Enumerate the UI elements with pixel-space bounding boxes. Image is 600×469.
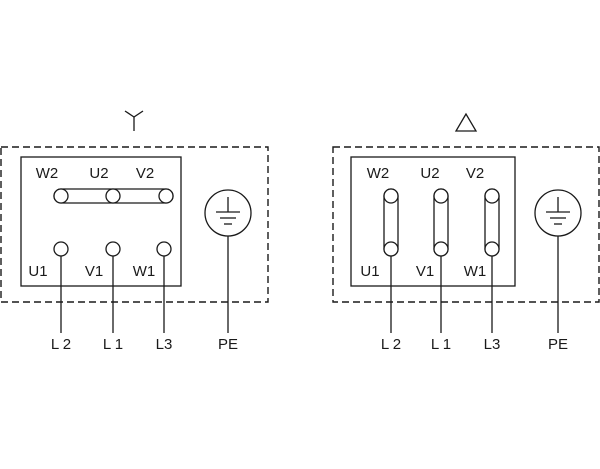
terminal-board <box>20 156 182 287</box>
terminal-board <box>350 156 516 287</box>
earth-ground-icon <box>204 189 252 237</box>
terminal-label-w1: W1 <box>464 263 487 280</box>
terminal-label-v1: V1 <box>416 263 434 280</box>
terminal-label-v1: V1 <box>85 263 103 280</box>
terminal-u2 <box>105 188 121 204</box>
star-connection-panel: W2 U2 V2 U1 V1 W1 L 2 L 1 L3 <box>0 110 269 353</box>
earth-ground-icon <box>534 189 582 237</box>
terminal-u1 <box>383 241 399 257</box>
line-label-l2: L 2 <box>51 336 71 353</box>
terminal-v1 <box>105 241 121 257</box>
delta-connection-panel: W2 U2 V2 U1 V1 W1 L 2 L 1 L <box>332 112 600 353</box>
line-label-l1: L 1 <box>103 336 123 353</box>
terminal-v2 <box>484 188 500 204</box>
terminal-w2 <box>383 188 399 204</box>
motor-housing-outline <box>332 146 600 303</box>
terminal-label-v2: V2 <box>466 165 484 182</box>
line-label-pe: PE <box>218 336 238 353</box>
terminal-w2 <box>53 188 69 204</box>
line-label-l1: L 1 <box>431 336 451 353</box>
terminal-label-v2: V2 <box>136 165 154 182</box>
terminal-v1 <box>433 241 449 257</box>
line-label-l3: L3 <box>484 336 501 353</box>
line-label-pe: PE <box>548 336 568 353</box>
terminal-label-w2: W2 <box>367 165 390 182</box>
delta-symbol <box>454 112 478 132</box>
terminal-label-u2: U2 <box>89 165 108 182</box>
terminal-v2 <box>158 188 174 204</box>
terminal-w1 <box>484 241 500 257</box>
terminal-w1 <box>156 241 172 257</box>
terminal-label-u2: U2 <box>420 165 439 182</box>
terminal-label-u1: U1 <box>360 263 379 280</box>
motor-housing-outline <box>0 146 269 303</box>
line-label-l3: L3 <box>156 336 173 353</box>
terminal-label-w1: W1 <box>133 263 156 280</box>
terminal-label-w2: W2 <box>36 165 59 182</box>
terminal-label-u1: U1 <box>28 263 47 280</box>
star-symbol <box>124 110 144 131</box>
line-label-l2: L 2 <box>381 336 401 353</box>
terminal-u1 <box>53 241 69 257</box>
terminal-u2 <box>433 188 449 204</box>
